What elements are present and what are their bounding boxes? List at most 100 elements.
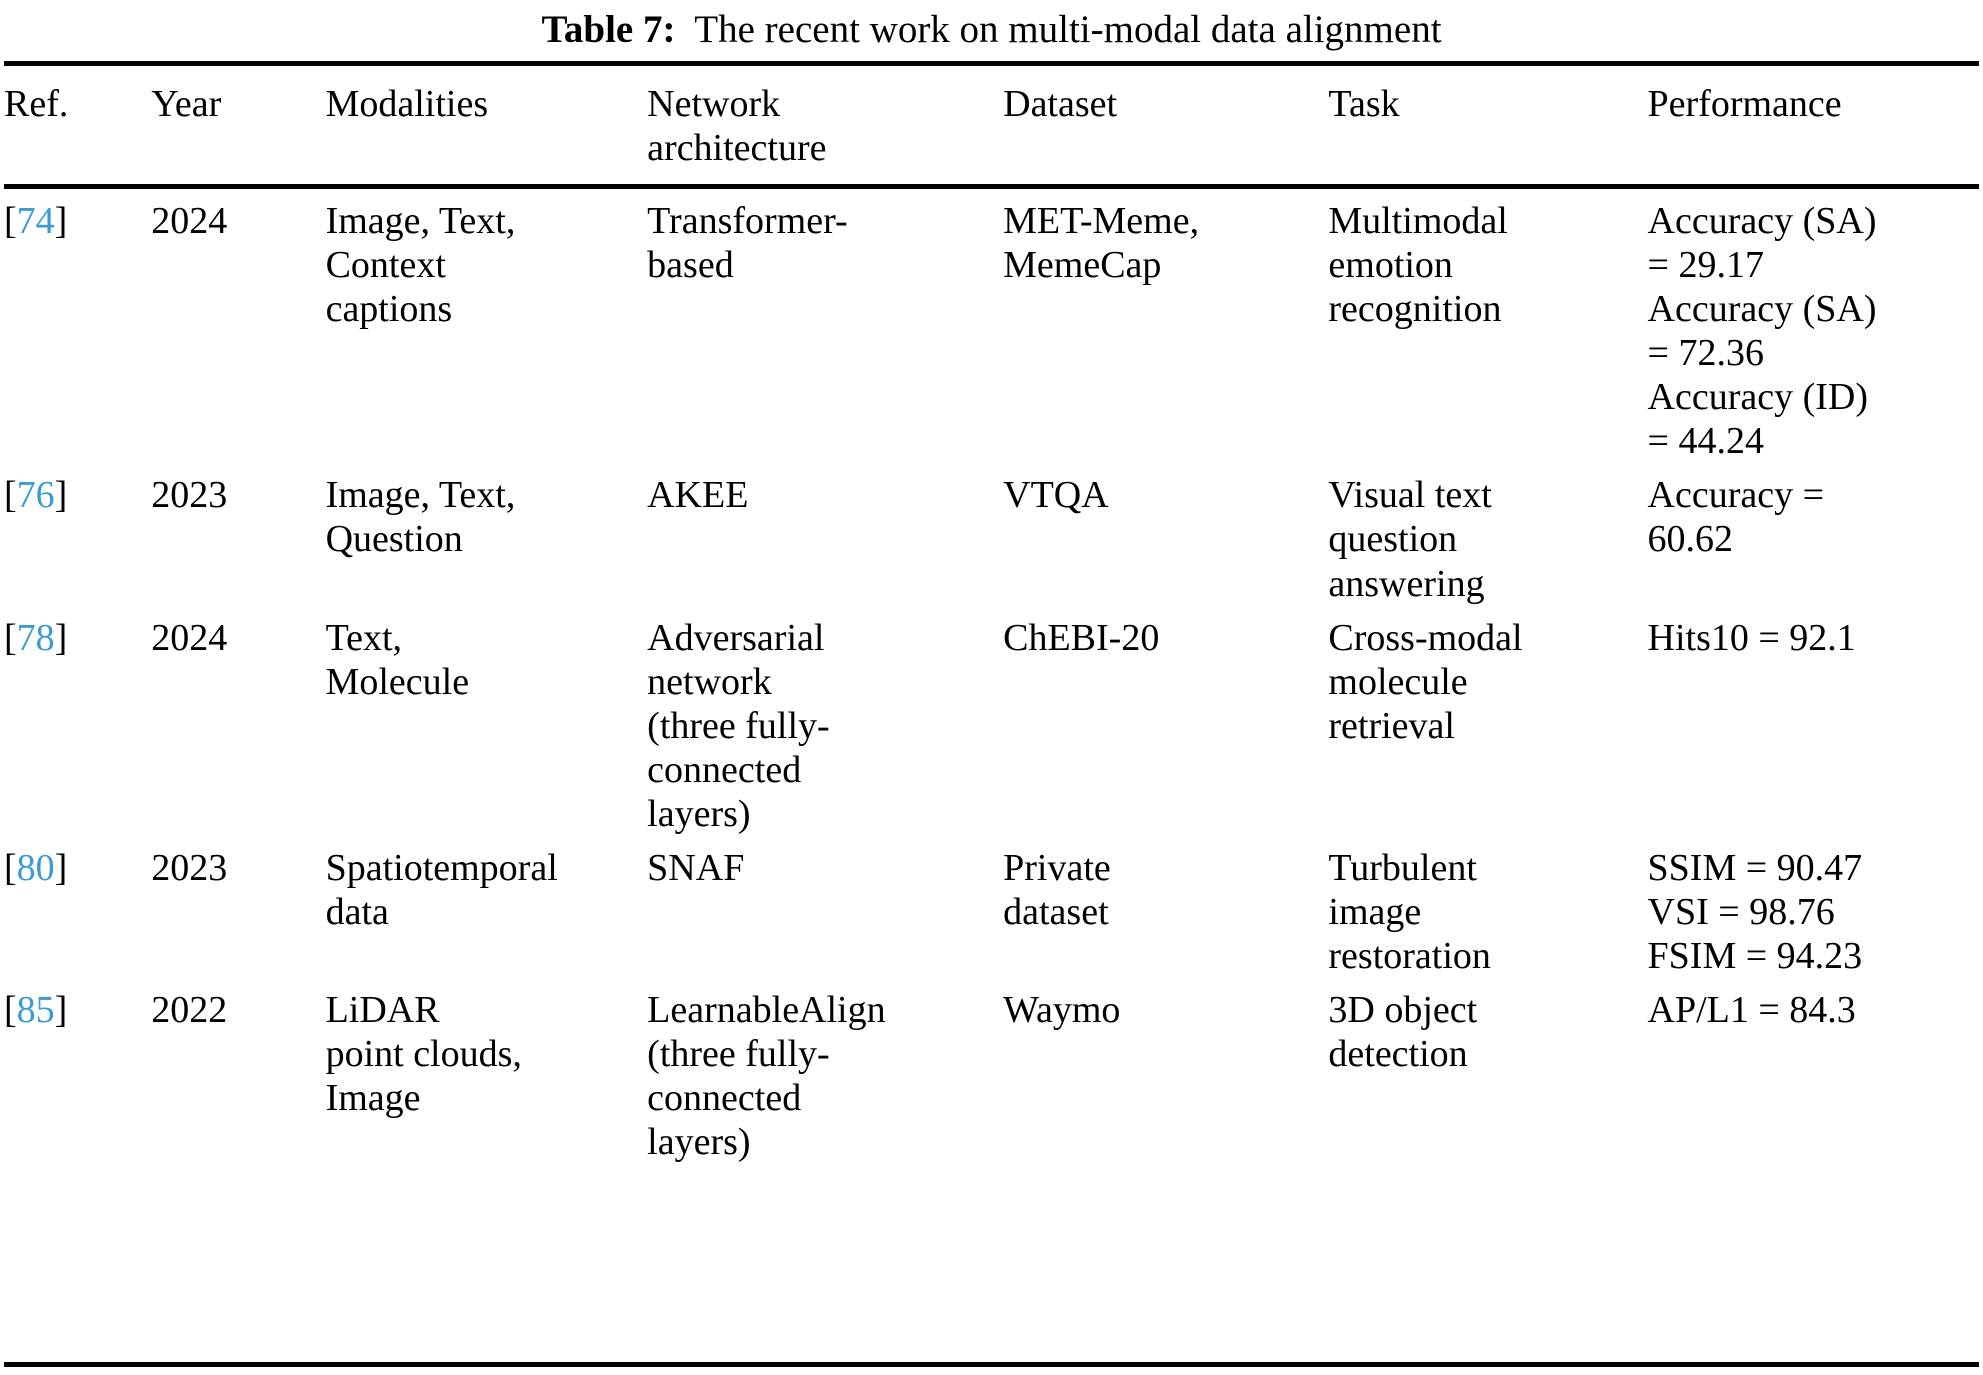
cell-performance: Hits10 = 92.1 xyxy=(1648,606,1979,836)
cell-line: Private xyxy=(1003,847,1111,889)
cell-reference: [85] xyxy=(4,978,151,1164)
table-top-rule xyxy=(4,60,1979,66)
column-header-year-label: Year xyxy=(151,82,222,125)
cell-line: FSIM = 94.23 xyxy=(1647,935,1863,978)
reference-bracket-open: [ xyxy=(4,199,17,242)
cell-line: based xyxy=(647,243,734,286)
column-header-network: Network architecture xyxy=(647,66,1003,184)
cell-line: AP/L1 = 84.3 xyxy=(1647,989,1856,1032)
cell-reference: [74] xyxy=(4,189,151,463)
cell-performance-lines: AP/L1 = 84.3 xyxy=(1648,988,1969,1032)
cell-line: dataset xyxy=(1003,891,1109,934)
column-header-performance-label: Performance xyxy=(1647,82,1842,125)
cell-network-architecture-lines: SNAF xyxy=(647,846,993,890)
cell-year: 2022 xyxy=(151,989,228,1032)
column-header-ref-label: Ref. xyxy=(4,82,69,125)
cell-line: LiDAR xyxy=(325,989,440,1032)
cell-line: Multimodal xyxy=(1328,199,1508,242)
cell-line: Visual text xyxy=(1328,474,1492,517)
cell-dataset: MET-Meme,MemeCap xyxy=(1003,189,1328,463)
column-header-dataset-label: Dataset xyxy=(1003,82,1118,125)
reference-number[interactable]: 76 xyxy=(16,474,55,517)
column-header-task: Task xyxy=(1328,66,1647,184)
column-header-modalities-label: Modalities xyxy=(325,82,489,125)
cell-performance: AP/L1 = 84.3 xyxy=(1648,978,1979,1164)
column-header-year: Year xyxy=(151,66,325,184)
reference-link[interactable]: [78] xyxy=(4,617,67,659)
cell-line: Waymo xyxy=(1003,989,1121,1032)
cell-network-architecture: Transformer-based xyxy=(647,189,1003,463)
cell-line: emotion xyxy=(1328,243,1453,286)
reference-bracket-open: [ xyxy=(4,847,17,889)
cell-performance: Accuracy =60.62 xyxy=(1648,463,1979,605)
cell-network-architecture: SNAF xyxy=(647,836,1003,978)
reference-bracket-open: [ xyxy=(4,474,17,517)
cell-line: connected xyxy=(647,1077,802,1120)
reference-link[interactable]: [80] xyxy=(4,847,67,889)
cell-network-architecture: AKEE xyxy=(647,463,1003,605)
reference-number[interactable]: 74 xyxy=(16,199,55,242)
reference-number[interactable]: 80 xyxy=(16,847,55,889)
cell-modalities: Text,Molecule xyxy=(326,606,648,836)
cell-dataset: ChEBI-20 xyxy=(1003,606,1328,836)
cell-line: retrieval xyxy=(1328,704,1455,747)
reference-number[interactable]: 85 xyxy=(16,989,55,1032)
reference-link[interactable]: [76] xyxy=(4,474,67,516)
cell-network-architecture-lines: AKEE xyxy=(647,473,993,517)
caption-label: Table 7: xyxy=(541,8,676,51)
cell-line: image xyxy=(1328,891,1422,934)
reference-bracket-close: ] xyxy=(54,616,68,659)
caption-text: The recent work on multi-modal data alig… xyxy=(694,8,1442,51)
cell-year: 2023 xyxy=(151,847,228,889)
cell-year: 2024 xyxy=(151,199,228,242)
cell-line: Context xyxy=(325,243,446,286)
cell-reference: [76] xyxy=(4,463,151,605)
cell-line: VSI = 98.76 xyxy=(1647,891,1835,934)
cell-line: LearnableAlign xyxy=(647,989,886,1032)
reference-bracket-close: ] xyxy=(54,199,68,242)
cell-line: Accuracy (SA) xyxy=(1647,288,1877,331)
cell-modalities-lines: Text,Molecule xyxy=(326,616,638,704)
table-header-row: Ref. Year Modalities Network architectur… xyxy=(4,66,1979,184)
cell-year: 2023 xyxy=(151,474,228,517)
cell-line: Transformer- xyxy=(647,199,848,242)
reference-link[interactable]: [85] xyxy=(4,989,67,1031)
column-header-dataset: Dataset xyxy=(1003,66,1328,184)
reference-bracket-open: [ xyxy=(4,989,17,1032)
cell-line: network xyxy=(647,660,772,703)
reference-link[interactable]: [74] xyxy=(4,200,67,242)
cell-line: Turbulent xyxy=(1328,847,1477,889)
cell-line: Question xyxy=(325,518,463,561)
cell-reference: [78] xyxy=(4,606,151,836)
cell-line: molecule xyxy=(1328,660,1468,703)
table-header: Ref. Year Modalities Network architectur… xyxy=(4,66,1979,184)
reference-number[interactable]: 78 xyxy=(16,616,55,659)
cell-line: (three fully- xyxy=(647,1033,830,1076)
cell-line: 3D object xyxy=(1328,989,1478,1032)
cell-line: data xyxy=(325,891,389,934)
cell-line: captions xyxy=(325,288,453,331)
cell-line: Image xyxy=(325,1077,421,1120)
